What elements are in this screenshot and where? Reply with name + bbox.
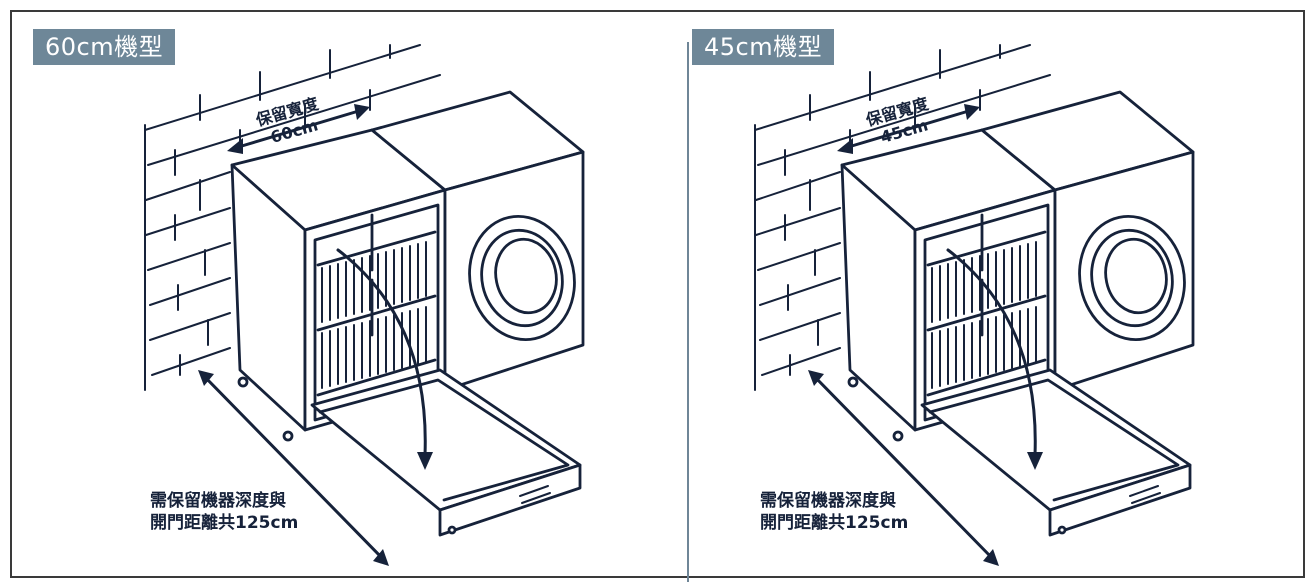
dimension-arrows-45cm: [808, 104, 1043, 566]
cabinet-45cm: [840, 128, 1057, 442]
panel-divider: [687, 42, 689, 582]
depth-note-line2-60: 開門距離共125cm: [150, 512, 298, 533]
model-60cm-tag: 60cm機型: [33, 29, 176, 65]
brick-wall-right: [754, 44, 1051, 391]
depth-note-line1-45: 需保留機器深度與: [760, 490, 896, 511]
open-door-60cm: [310, 368, 582, 537]
depth-note-line2-45: 開門距離共125cm: [760, 512, 908, 533]
model-45cm-tag: 45cm機型: [692, 29, 835, 65]
washer-60cm: [370, 90, 585, 392]
washer-45cm: [980, 90, 1195, 392]
open-door-45cm: [920, 368, 1192, 537]
dimension-arrows-60cm: [198, 104, 433, 566]
brick-wall-left: [144, 44, 441, 391]
depth-note-line1-60: 需保留機器深度與: [150, 490, 286, 511]
